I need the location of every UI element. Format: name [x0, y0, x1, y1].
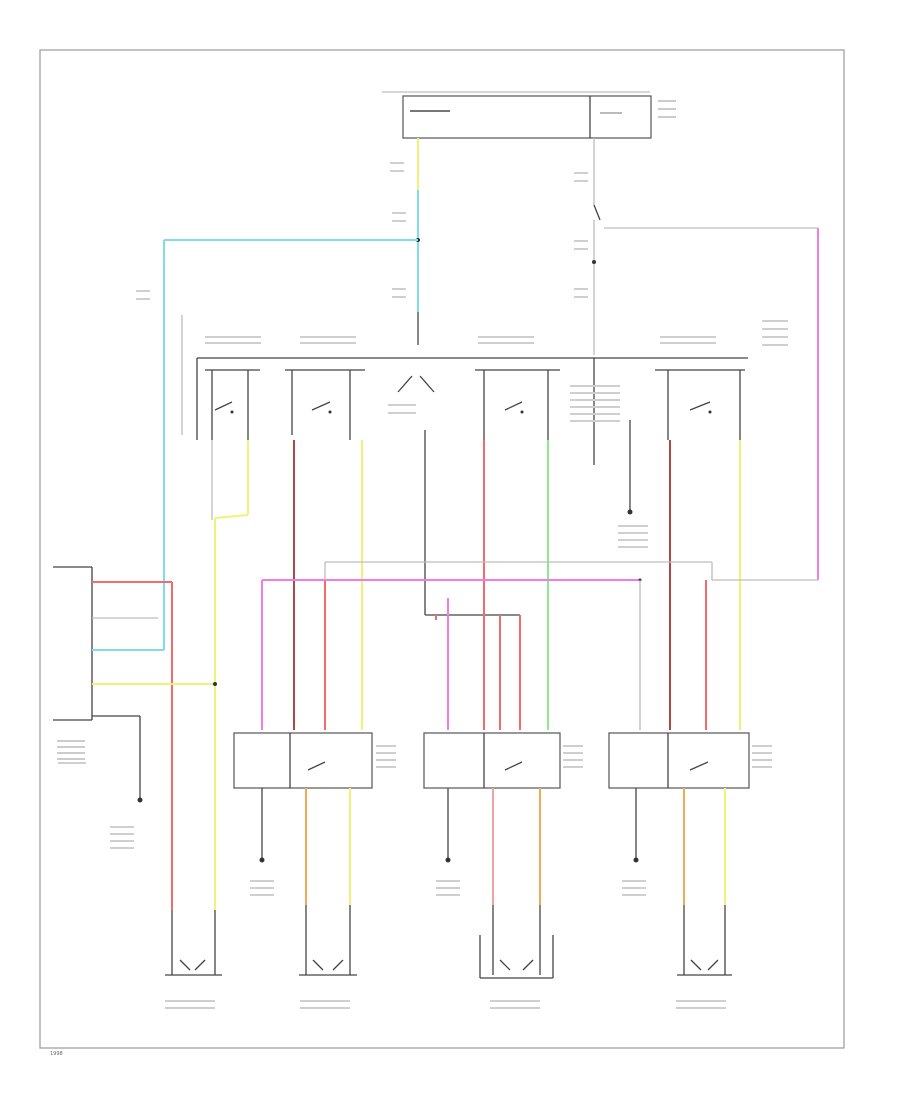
distribution-bus: [261, 561, 818, 730]
switch-cell-right-front: [285, 369, 365, 440]
illegible-label-marks: [58, 162, 788, 1009]
motor-right-rear: [677, 905, 732, 976]
switch-cell-left-front: [205, 369, 260, 440]
control-module: [53, 566, 217, 910]
door-switch-right-rear: [608, 732, 750, 905]
door-switch-left-rear: [423, 732, 561, 905]
fuse-box: [382, 91, 676, 139]
door-switch-right-front: [233, 732, 373, 905]
switch-cell-left-rear: [475, 369, 560, 440]
switch-cell-right-rear: [655, 369, 745, 440]
motor-right-front: [299, 905, 357, 976]
main-feed-wires: [163, 138, 819, 650]
diagram-frame: [39, 49, 845, 1049]
page-ref: 1998: [50, 1051, 63, 1057]
lock-switch: [397, 375, 520, 616]
motor-left-rear: [479, 905, 554, 979]
motor-left-front: [165, 910, 222, 976]
master-window-switch: [181, 315, 748, 616]
master-switch-output-wires: [211, 440, 741, 910]
